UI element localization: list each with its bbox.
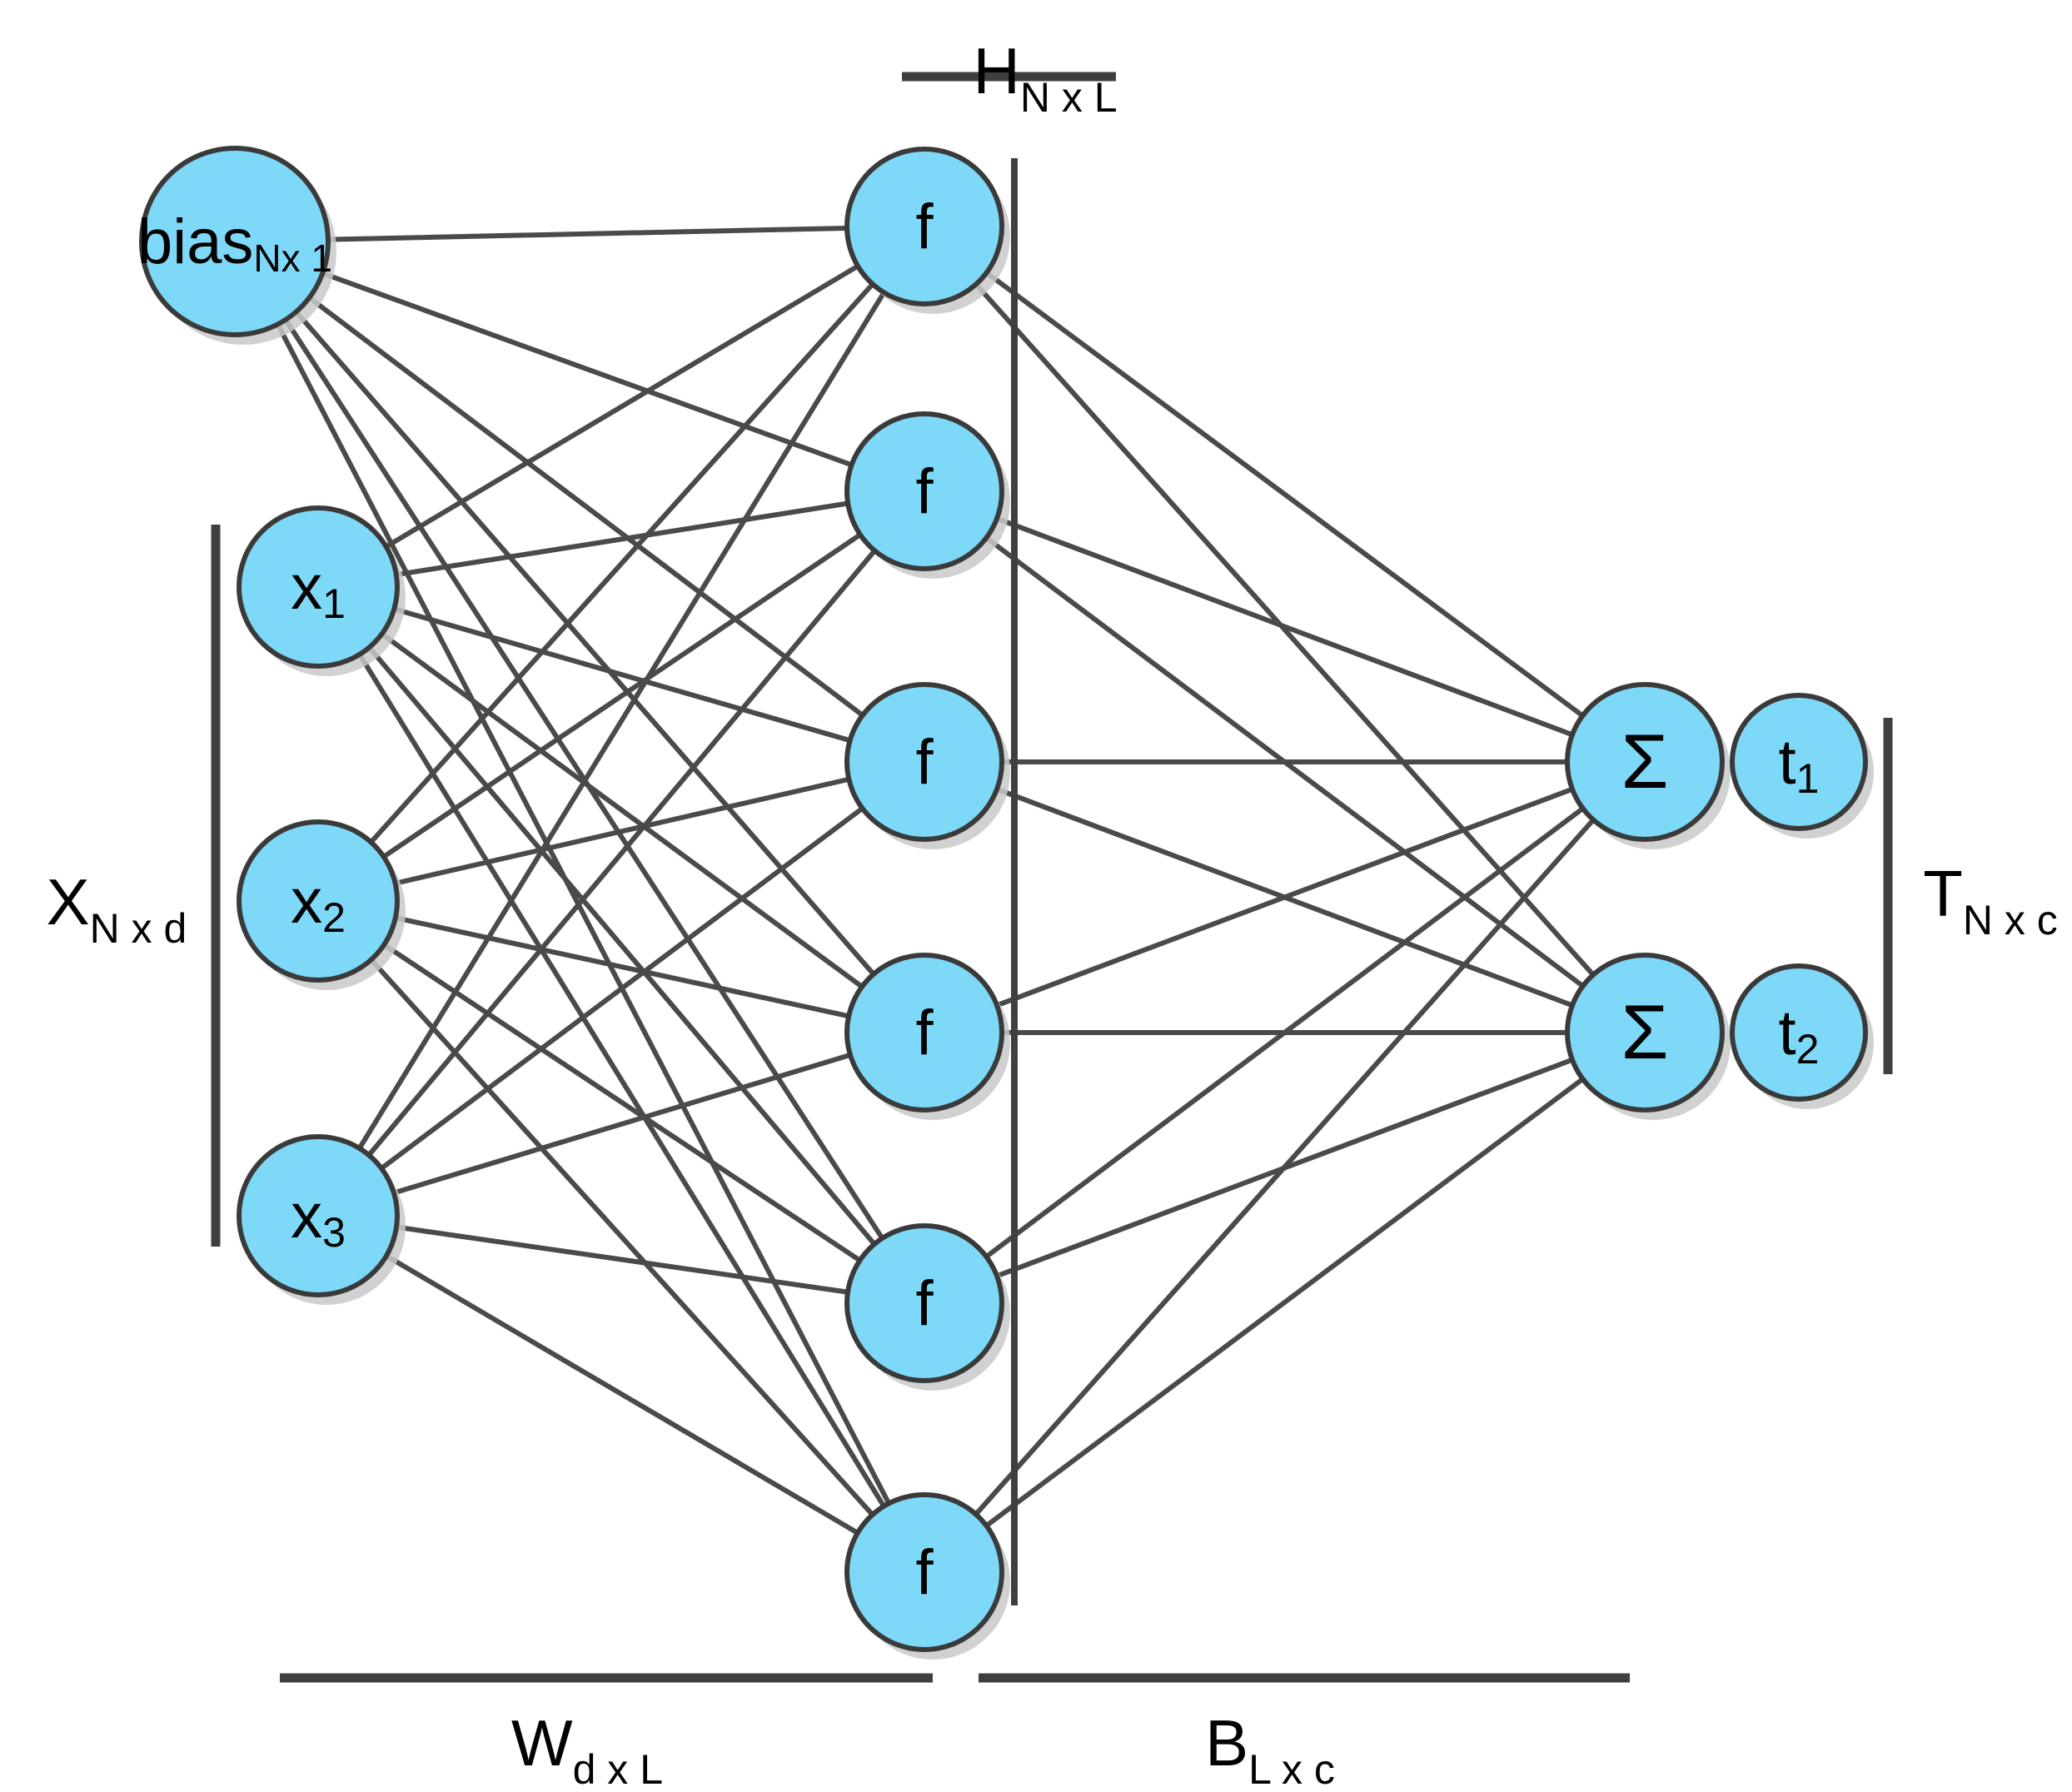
node-hidden-f3[interactable] <box>844 682 1004 842</box>
node-input-x3[interactable] <box>237 1134 400 1297</box>
edge-input-3-hidden-2 <box>379 805 865 1172</box>
node-hidden-f2-label: f <box>915 456 934 527</box>
edge-input-1-hidden-0 <box>383 263 861 550</box>
edge-input-2-hidden-5 <box>368 957 875 1517</box>
label-output-weights-B: BL x c <box>1205 1706 1335 1792</box>
node-hidden-f1-label: f <box>915 192 934 262</box>
edge-input-0-hidden-1 <box>320 271 854 468</box>
rules-layer <box>211 72 1893 1683</box>
node-target-t2-label: t2 <box>1779 998 1820 1073</box>
node-sum-2-label: Σ <box>1621 990 1669 1075</box>
node-target-t1-label: t1 <box>1779 727 1820 803</box>
edge-input-2-hidden-3 <box>392 915 852 1019</box>
node-sum-2[interactable] <box>1565 953 1725 1113</box>
node-hidden-f5-label: f <box>915 1268 934 1339</box>
edge-input-3-hidden-5 <box>383 1253 860 1536</box>
edge-hidden-0-sum-1 <box>973 281 1596 978</box>
edge-input-2-hidden-4 <box>381 942 863 1263</box>
edge-input-1-hidden-1 <box>393 500 851 578</box>
edge-input-1-hidden-5 <box>356 651 887 1509</box>
node-input-x3-label: x3 <box>291 1181 346 1257</box>
node-sum-1[interactable] <box>1565 682 1725 842</box>
node-hidden-f4[interactable] <box>844 953 1004 1113</box>
edge-hidden-1-sum-0 <box>994 515 1575 738</box>
edge-input-2-hidden-2 <box>392 776 852 886</box>
node-hidden-f5[interactable] <box>844 1223 1004 1383</box>
node-hidden-f4-label: f <box>915 998 934 1068</box>
edge-hidden-3-sum-0 <box>994 786 1575 1008</box>
edge-input-0-hidden-3 <box>293 309 876 977</box>
edge-input-2-hidden-1 <box>381 532 863 859</box>
edge-input-3-hidden-0 <box>356 290 887 1151</box>
node-input-x2[interactable] <box>237 819 400 983</box>
edges-layer <box>275 226 1596 1536</box>
node-hidden-f6[interactable] <box>844 1492 1004 1652</box>
node-hidden-f3-label: f <box>915 727 934 798</box>
label-input-matrix-X: XN x d <box>47 865 187 952</box>
node-target-t1[interactable] <box>1730 693 1868 831</box>
node-input-x2-label: x2 <box>291 866 346 942</box>
edge-hidden-5-sum-1 <box>984 1076 1586 1529</box>
node-bias-label: biasNx 1 <box>137 207 332 281</box>
label-target-matrix-T: TN x c <box>1923 857 2058 943</box>
node-hidden-f2[interactable] <box>844 411 1004 571</box>
edge-hidden-5-sum-0 <box>973 817 1596 1517</box>
edge-input-3-hidden-4 <box>394 1224 850 1295</box>
edge-input-1-hidden-3 <box>379 631 865 989</box>
node-hidden-f6-label: f <box>915 1537 934 1608</box>
edge-input-0-hidden-0 <box>325 226 850 242</box>
edge-input-1-hidden-2 <box>391 606 853 744</box>
edge-hidden-0-sum-0 <box>984 270 1586 719</box>
label-input-weights-W: Wd x L <box>511 1706 663 1792</box>
edge-hidden-4-sum-0 <box>984 805 1586 1260</box>
node-target-t2[interactable] <box>1730 963 1868 1102</box>
node-hidden-f1[interactable] <box>844 147 1004 306</box>
node-input-x1-label: x1 <box>291 552 346 628</box>
label-hidden-matrix-H: HN x L <box>973 34 1117 121</box>
node-sum-1-label: Σ <box>1621 719 1669 804</box>
matrix-labels-layer: XN x d HN x L Wd x L BL x c TN x c <box>47 34 2058 1792</box>
node-input-x1[interactable] <box>237 505 400 669</box>
node-bias[interactable] <box>139 146 331 337</box>
edge-input-2-hidden-0 <box>368 281 875 845</box>
edge-input-0-hidden-2 <box>306 295 865 718</box>
edge-input-0-hidden-5 <box>275 321 892 1506</box>
edge-input-1-hidden-4 <box>366 645 877 1247</box>
edge-input-3-hidden-3 <box>391 1052 853 1196</box>
edge-input-3-hidden-1 <box>366 548 878 1158</box>
